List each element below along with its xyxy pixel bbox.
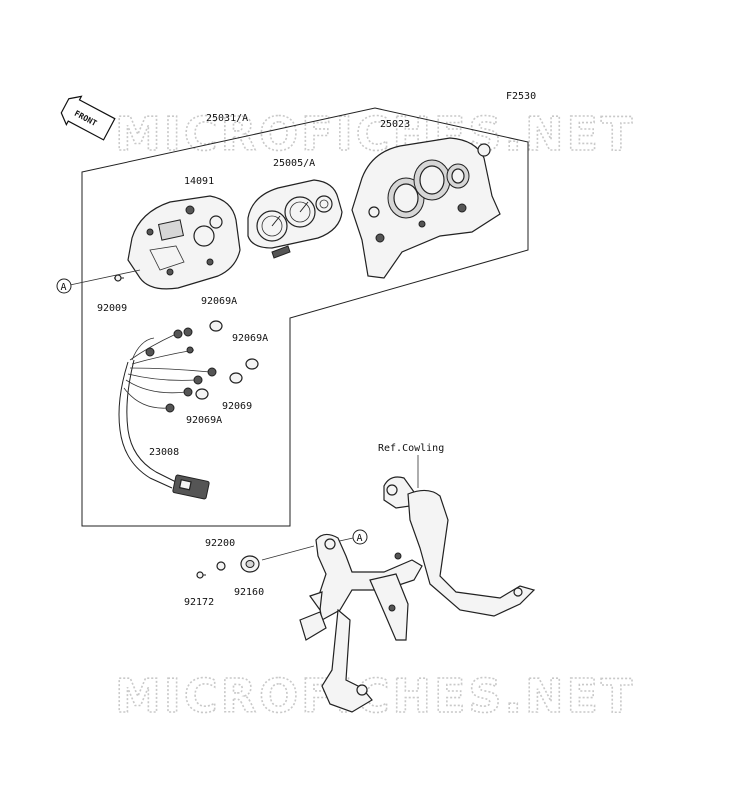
screw-icon: [196, 571, 206, 579]
part-25005-label: 25005/A: [273, 158, 315, 169]
bulb-icon: [195, 388, 209, 400]
mounting-stay: [299, 476, 536, 713]
bulb-icon: [209, 320, 223, 332]
part-25031-label: 25031/A: [206, 113, 248, 124]
meter-face: [247, 179, 343, 259]
grommet-leader: [261, 545, 315, 561]
callout-letter-lower: A: [357, 533, 363, 544]
grommet-icon: [240, 555, 260, 573]
part-92200-label: 92200: [205, 538, 235, 549]
screw-icon: [114, 274, 124, 282]
bulb-icon: [229, 372, 243, 384]
part-92069a-label-2: 92069A: [232, 333, 268, 344]
callout-letter-upper: A: [61, 282, 67, 293]
meter-case: [351, 137, 501, 279]
ref-cowling-label: Ref.Cowling: [378, 443, 444, 454]
front-arrow-icon: FRONT: [60, 95, 116, 141]
callout-circle-lower: [352, 529, 368, 545]
part-25023-label: 25023: [380, 119, 410, 130]
watermark-top: MICROFICHES.NET: [115, 107, 635, 161]
part-92069-label: 92069: [222, 401, 252, 412]
callout-leader-upper: [69, 269, 141, 286]
part-14091-label: 14091: [184, 176, 214, 187]
bulb-icon: [245, 358, 259, 370]
part-92009-label: 92009: [97, 303, 127, 314]
part-23008-label: 23008: [149, 447, 179, 458]
part-92069a-label-3: 92069A: [186, 415, 222, 426]
diagram-code: F2530: [506, 91, 536, 102]
assembly-boundary: [81, 107, 529, 527]
part-92069a-label-1: 92069A: [201, 296, 237, 307]
part-92160-label: 92160: [234, 587, 264, 598]
callout-circle-upper: [56, 278, 72, 294]
meter-housing: [127, 195, 241, 290]
watermark-bottom: MICROFICHES.NET: [115, 669, 635, 723]
washer-icon: [216, 561, 226, 571]
part-92172-label: 92172: [184, 597, 214, 608]
wire-harness: [118, 327, 217, 500]
